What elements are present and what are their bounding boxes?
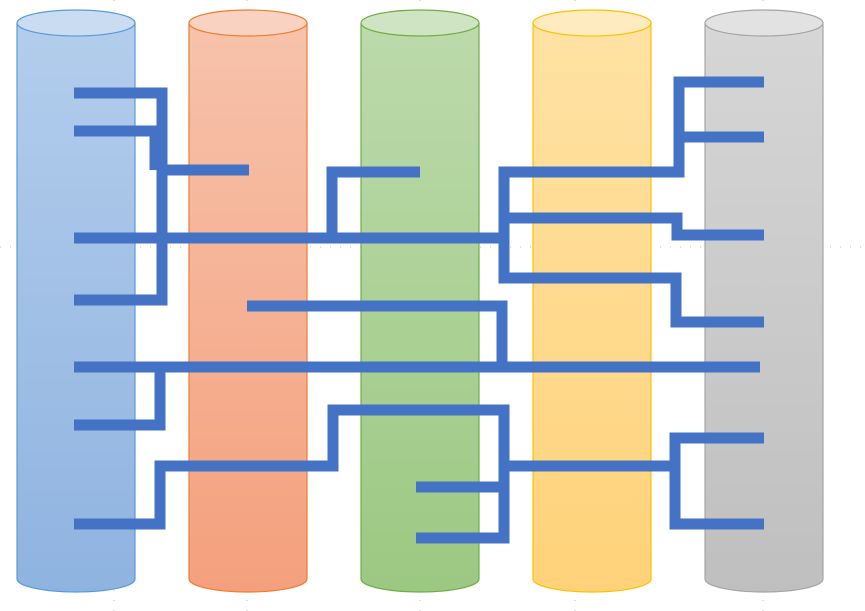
connector-green-top	[326, 166, 420, 238]
connector-left-upper	[74, 125, 161, 170]
connector-left-lower	[74, 170, 168, 306]
connector-left-bracket-low	[74, 367, 166, 431]
connector-lower-right-bottom	[669, 466, 764, 530]
connector-left-top	[74, 87, 249, 176]
connector-lower-left	[74, 404, 510, 544]
connector-right-top	[498, 76, 764, 328]
cylinder-yellow	[532, 9, 652, 593]
connector-lower-right	[504, 432, 764, 472]
connector-right-mid	[504, 212, 764, 241]
connector-orange-mid	[247, 300, 508, 367]
cylinder-gray	[704, 9, 824, 593]
cylinder-blue	[16, 9, 136, 593]
connectors	[74, 76, 764, 544]
